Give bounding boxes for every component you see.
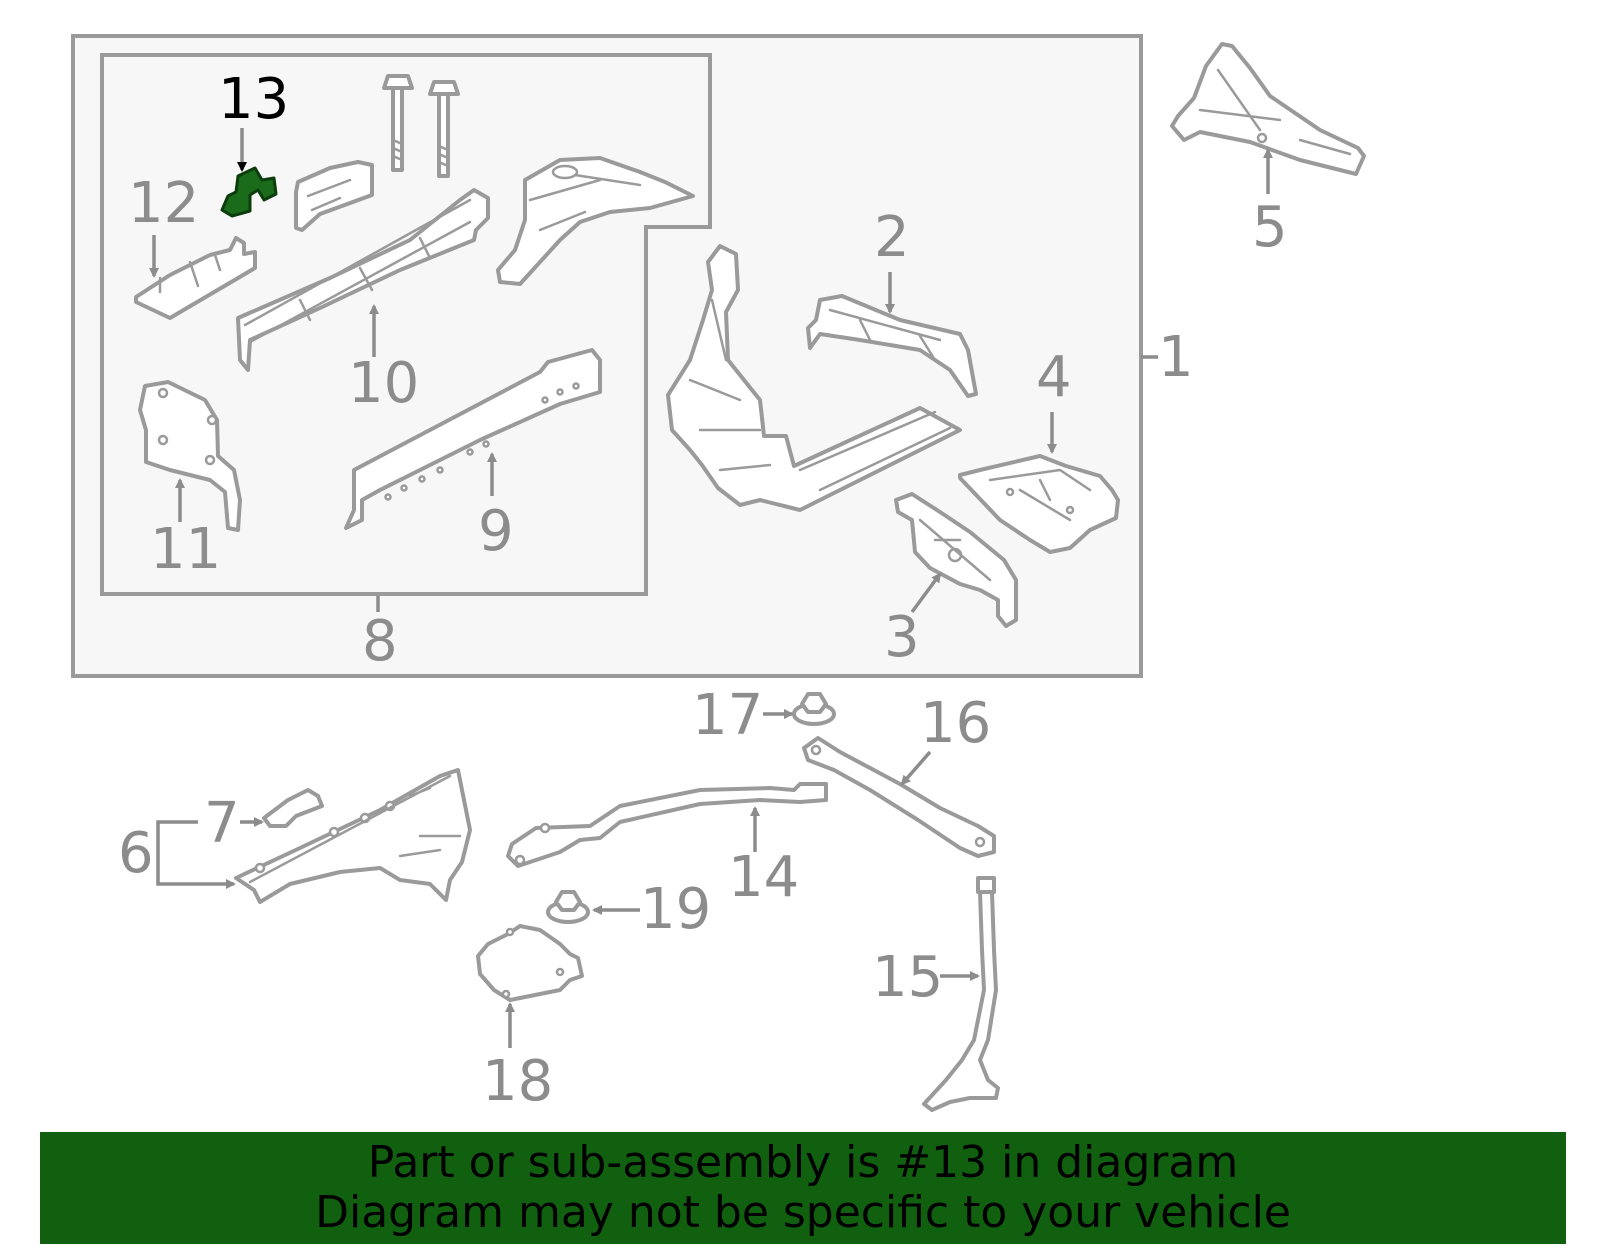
part-5-extension[interactable] xyxy=(1170,42,1366,176)
callout-6: 6 xyxy=(118,821,154,886)
part-11-plate[interactable] xyxy=(138,380,242,532)
callout-17: 17 xyxy=(692,683,763,748)
banner-line-1: Part or sub-assembly is #13 in diagram xyxy=(367,1137,1239,1188)
sub-assembly-box-8 xyxy=(100,53,712,596)
callout-11: 11 xyxy=(150,517,221,582)
callout-16: 16 xyxy=(920,691,991,756)
callout-2: 2 xyxy=(874,205,910,270)
part-19-nut[interactable] xyxy=(546,890,590,924)
callout-12: 12 xyxy=(128,171,199,236)
callout-13: 13 xyxy=(218,67,289,132)
upper-apron[interactable] xyxy=(496,156,695,286)
part-7-bracket[interactable] xyxy=(262,788,324,828)
upper-bracket[interactable] xyxy=(294,160,374,232)
part-10-rail[interactable] xyxy=(236,188,490,372)
parts-diagram: 13 12 10 11 9 8 1 2 4 5 3 17 16 14 19 15… xyxy=(71,34,1366,1114)
part-9-reinforcement[interactable] xyxy=(344,348,602,530)
leaders xyxy=(149,128,1273,1048)
part-15-strut[interactable] xyxy=(922,876,1000,1112)
callout-1: 1 xyxy=(1158,325,1194,390)
callout-10: 10 xyxy=(348,351,419,416)
part-13-bracket[interactable] xyxy=(220,166,278,218)
callout-14: 14 xyxy=(728,845,799,910)
callout-4: 4 xyxy=(1036,345,1072,410)
callout-7: 7 xyxy=(204,791,240,856)
part-1-side-member[interactable] xyxy=(666,244,962,512)
part-18-cover[interactable] xyxy=(476,924,584,1002)
bolts[interactable] xyxy=(382,74,460,178)
part-14-brace[interactable] xyxy=(506,782,828,868)
banner-line-2: Diagram may not be specific to your vehi… xyxy=(315,1187,1291,1238)
callout-5: 5 xyxy=(1252,195,1288,260)
part-6-apron[interactable] xyxy=(234,768,472,904)
part-17-nut[interactable] xyxy=(792,692,836,726)
part-2-panel[interactable] xyxy=(806,294,978,398)
callout-15: 15 xyxy=(872,945,943,1010)
callout-18: 18 xyxy=(482,1049,553,1114)
part-12-bracket[interactable] xyxy=(134,236,257,320)
part-3-bracket[interactable] xyxy=(894,492,1018,628)
info-banner: Part or sub-assembly is #13 in diagram D… xyxy=(40,1132,1566,1244)
callout-19: 19 xyxy=(640,877,711,942)
callout-9: 9 xyxy=(478,499,514,564)
part-16-brace[interactable] xyxy=(802,736,996,858)
part-4-floor-panel[interactable] xyxy=(958,454,1120,554)
callout-3: 3 xyxy=(884,605,920,670)
callout-8: 8 xyxy=(362,609,398,674)
